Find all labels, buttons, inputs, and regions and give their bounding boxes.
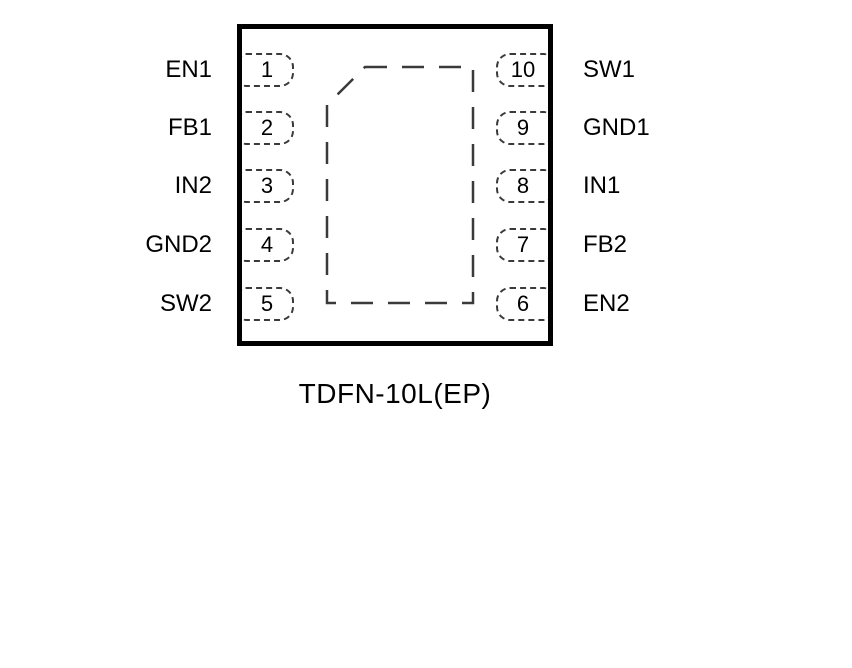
pin-label-sw1: SW1: [583, 56, 636, 83]
pin-6: 6: [496, 287, 548, 321]
package-body: 1 2 3 4 5 10 9 8 7 6: [237, 24, 553, 346]
pin-10: 10: [496, 53, 548, 87]
pin-5: 5: [242, 287, 294, 321]
pin-2: 2: [242, 111, 294, 145]
pin-8: 8: [496, 169, 548, 203]
pin-label-en1: EN1: [165, 56, 212, 83]
pin-7: 7: [496, 228, 548, 262]
pin-1: 1: [242, 53, 294, 87]
pin-label-sw2: SW2: [159, 290, 212, 317]
exposed-pad-outline: [325, 65, 475, 305]
pin-label-fb1: FB1: [167, 114, 212, 141]
pin-label-gnd1: GND1: [583, 114, 650, 141]
pin-9: 9: [496, 111, 548, 145]
pin-label-en2: EN2: [583, 290, 630, 317]
pin-3: 3: [242, 169, 294, 203]
pin-label-gnd2: GND2: [145, 231, 212, 258]
pin-4: 4: [242, 228, 294, 262]
pin-label-in2: IN2: [174, 172, 212, 199]
exposed-pad-chamfered-rect: [325, 65, 475, 305]
package-caption: TDFN-10L(EP): [298, 378, 492, 409]
pin-label-fb2: FB2: [583, 231, 628, 258]
pin-label-in1: IN1: [583, 172, 621, 199]
